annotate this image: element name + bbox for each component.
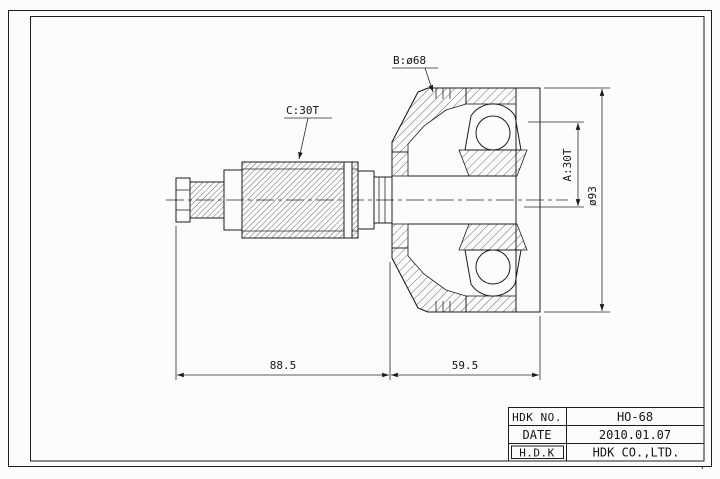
drawing-frame	[8, 10, 712, 467]
spline-section	[241, 161, 359, 239]
title-row-no-label: HDK NO.	[512, 411, 562, 424]
outer-border	[8, 10, 712, 467]
title-row-company-logo: H.D.K	[519, 447, 555, 460]
section-wall-lower-left	[391, 247, 467, 313]
inner-race-lower	[458, 223, 528, 251]
title-block-frame	[508, 407, 705, 462]
axle-shaft	[175, 161, 393, 239]
dim-joint-length-label: 59.5	[452, 359, 479, 372]
title-row-no-value: HO-68	[617, 410, 653, 424]
section-wall-upper-left	[391, 87, 467, 153]
cv-outer-race	[391, 87, 541, 313]
stray-mark: '	[699, 464, 706, 477]
title-block: HDK NO. HO-68 DATE 2010.01.07 H.D.K HDK …	[508, 407, 705, 462]
dim-shaft-length-label: 88.5	[270, 359, 297, 372]
title-row-date-label: DATE	[523, 428, 552, 442]
dim-c-leader	[298, 117, 309, 160]
race-groove-top	[470, 103, 516, 117]
title-row-company-value: HDK CO.,LTD.	[593, 446, 680, 460]
section-wall-lower-right	[465, 295, 517, 313]
hdk-logo-box	[511, 445, 564, 459]
thread-section	[189, 181, 225, 219]
ball-bottom	[475, 249, 511, 285]
dim-b-leader	[424, 67, 434, 93]
inner-border	[30, 16, 705, 462]
dimensions: B:ø68 C:30T A:30T ø93 88.5 59.5	[175, 54, 610, 380]
race-groove-bottom	[470, 283, 516, 297]
section-wall-upper-right	[465, 87, 517, 105]
dim-c-label: C:30T	[286, 104, 319, 117]
dim-a-label: A:30T	[561, 148, 574, 181]
inner-race-upper	[458, 149, 528, 177]
title-row-date-value: 2010.01.07	[599, 428, 671, 442]
dim-b-label: B:ø68	[393, 54, 426, 67]
circlip-groove	[343, 161, 353, 239]
ball-top	[475, 115, 511, 151]
dim-diameter-label: ø93	[586, 186, 599, 206]
